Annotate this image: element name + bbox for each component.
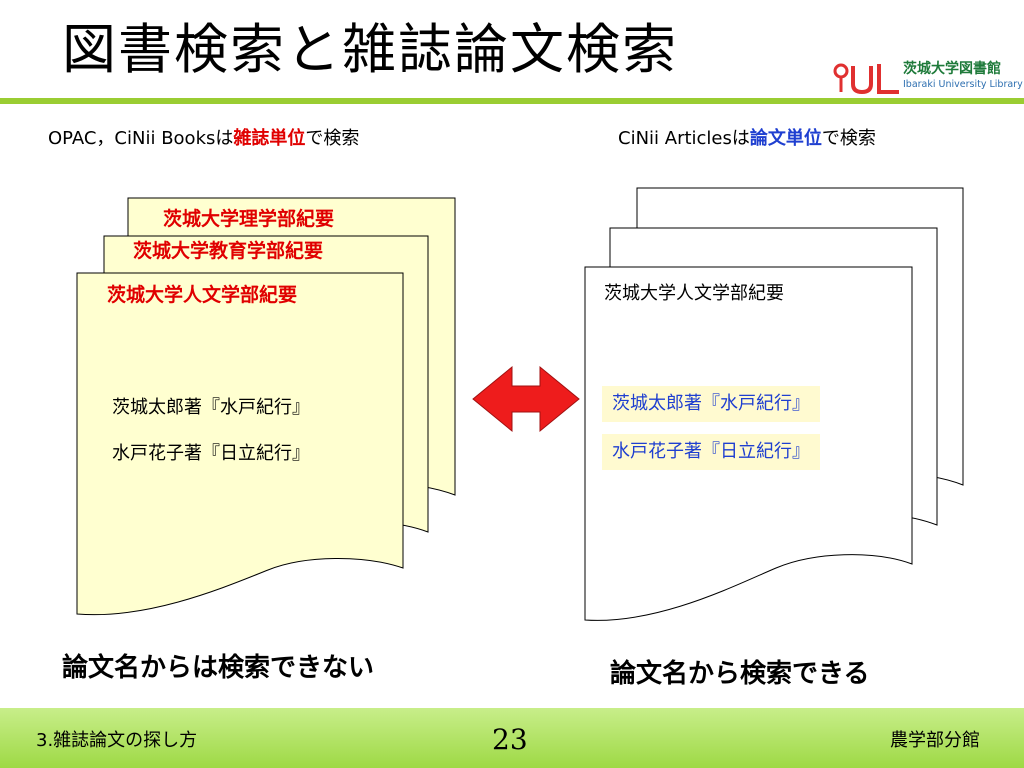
- footer-branch: 農学部分館: [890, 730, 980, 751]
- title-divider: [0, 98, 1024, 104]
- left-conclusion: 論文名からは検索できない: [62, 653, 375, 683]
- right-doc-label-humanities: 茨城大学人文学部紀要: [604, 283, 784, 304]
- right-article-entry-2: 水戸花子著『日立紀行』: [602, 434, 820, 470]
- page-title: 図書検索と雑誌論文検索: [62, 18, 678, 81]
- left-subtitle-prefix: OPAC，CiNii Booksは: [48, 128, 234, 149]
- right-subtitle: CiNii Articlesは論文単位で検索: [618, 126, 876, 152]
- right-subtitle-suffix: で検索: [821, 128, 876, 149]
- page-number: 23: [492, 723, 528, 756]
- right-conclusion: 論文名から検索できる: [610, 659, 870, 689]
- library-logo: 茨城大学図書館 Ibaraki University Library: [833, 60, 1023, 96]
- footer-section: 3.雑誌論文の探し方: [36, 730, 198, 751]
- left-document-front: [76, 272, 404, 616]
- footer-bar: [0, 708, 1024, 768]
- right-article-entry-1: 茨城太郎著『水戸紀行』: [602, 386, 820, 422]
- double-arrow-icon: [472, 365, 580, 433]
- left-subtitle-suffix: で検索: [305, 128, 360, 149]
- right-subtitle-prefix: CiNii Articlesは: [618, 128, 750, 149]
- left-doc-label-education: 茨城大学教育学部紀要: [133, 240, 324, 262]
- left-doc-label-science: 茨城大学理学部紀要: [163, 208, 335, 230]
- left-entry-1: 茨城太郎著『水戸紀行』: [112, 397, 310, 418]
- left-entry-2: 水戸花子著『日立紀行』: [112, 443, 310, 464]
- logo-english-text: Ibaraki University Library: [903, 79, 1023, 90]
- logo-japanese-text: 茨城大学図書館: [903, 61, 1001, 77]
- left-subtitle-highlight: 雑誌単位: [233, 128, 306, 149]
- library-logo-icon: [833, 63, 899, 94]
- right-subtitle-highlight: 論文単位: [749, 128, 822, 149]
- left-subtitle: OPAC，CiNii Booksは雑誌単位で検索: [48, 126, 359, 152]
- left-doc-label-humanities: 茨城大学人文学部紀要: [107, 284, 298, 306]
